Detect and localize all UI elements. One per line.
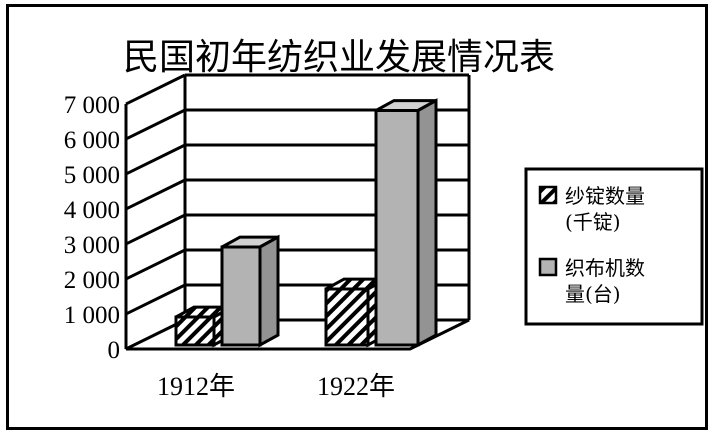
side-gridline [125,143,186,176]
y-tick-label: 2 000 [64,267,120,294]
y-tick-label: 5 000 [64,162,120,189]
y-tick-label: 3 000 [64,232,120,259]
legend-swatch [538,185,558,205]
legend-label: (千锭) [565,210,621,234]
bar [220,245,262,347]
x-tick-label: 1922年 [317,372,395,401]
y-tick-label: 1 000 [64,302,120,329]
chart-title: 民国初年纺织业发展情况表 [123,37,555,78]
legend-label: 织布机数 [565,256,645,280]
chart-canvas: 民国初年纺织业发展情况表 0 1 000 2 000 3 000 4 000 5 000 6… [64,37,704,401]
y-tick-label: 7 000 [64,92,120,119]
y-tick-label: 6 000 [64,127,120,154]
side-gridline [125,283,186,316]
y-tick-label: 4 000 [64,197,120,224]
side-gridline [125,73,186,106]
bar [174,315,216,347]
side-gridline [125,248,186,281]
legend-label: 纱锭数量 [565,184,645,208]
bar [324,287,370,347]
chart-frame: 民国初年纺织业发展情况表 0 1 000 2 000 3 000 4 000 5 000 6… [6,4,708,430]
bar [374,109,420,347]
y-tick-label: 0 [108,337,121,364]
bar-side [416,98,438,348]
side-gridline [125,178,186,211]
bar-side [258,234,280,348]
side-gridline [125,213,186,246]
legend-label: 量(台) [565,282,621,306]
x-tick-label: 1912年 [157,372,235,401]
side-gridline [125,108,186,141]
legend-swatch [538,257,558,277]
plot-area: 0 1 000 2 000 3 000 4 000 5 000 6 000 7 000 1912… [64,73,471,401]
